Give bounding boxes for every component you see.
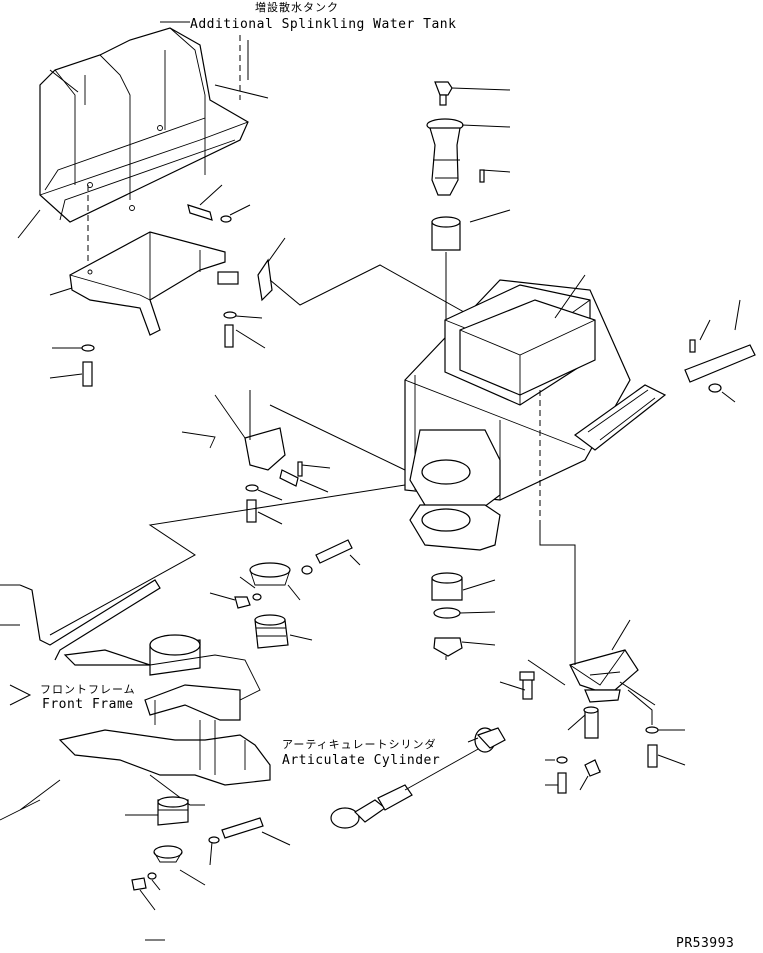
front-frame-label-jp: フロントフレーム (40, 683, 136, 696)
cylinder-label-jp: アーティキュレートシリンダ (282, 738, 437, 751)
water-tank-label-jp: 増設散水タンク (255, 1, 339, 14)
water-tank (39, 27, 249, 223)
drawing-code: PR53993 (676, 936, 735, 951)
hinge (409, 429, 501, 551)
cylinder-label-en: Articulate Cylinder (282, 753, 441, 768)
center-pin (426, 81, 511, 460)
front-frame-label-en: Front Frame (42, 697, 134, 712)
tank-bracket (69, 231, 239, 336)
water-tank-label-en: Additional Splinkling Water Tank (190, 17, 457, 32)
front-frame (0, 579, 271, 821)
articulate-cylinder (330, 727, 506, 829)
